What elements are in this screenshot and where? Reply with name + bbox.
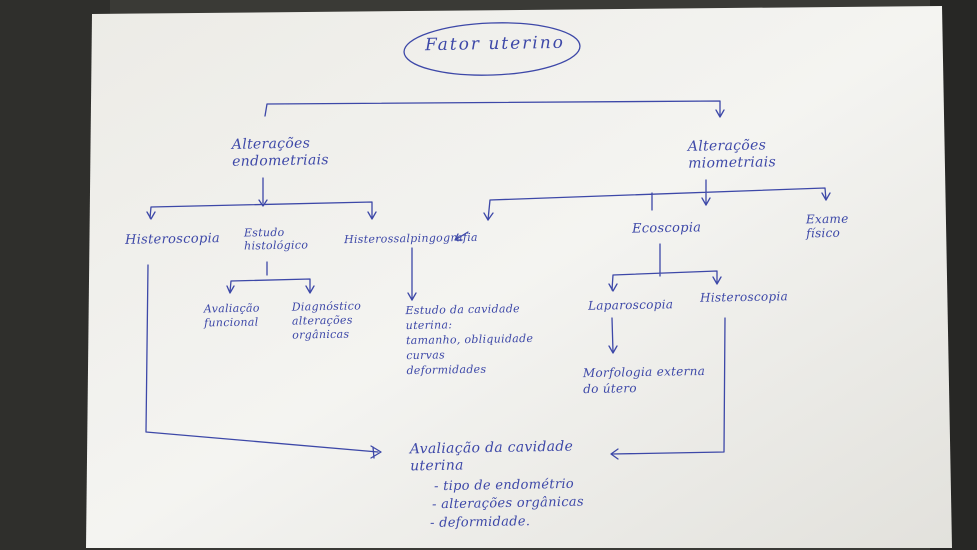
hsg-down-arrow bbox=[407, 292, 417, 301]
endometrial-arrows bbox=[146, 199, 377, 220]
node-physical-exam: Exame físico bbox=[805, 211, 849, 241]
node-ultrasound: Ecoscopia bbox=[631, 220, 702, 237]
left-outcome-line bbox=[145, 264, 379, 453]
node-histology: Estudo histológico bbox=[243, 225, 309, 253]
right-outcome-line bbox=[611, 317, 726, 455]
histology-arrows bbox=[226, 285, 315, 294]
node-hysteroscopy-left: Histeroscopia bbox=[124, 231, 221, 248]
arrow-myometrial bbox=[715, 109, 725, 118]
node-cavity-study: Estudo da cavidade uterina: tamanho, obl… bbox=[405, 302, 534, 378]
node-myometrial: Alterações miometriais bbox=[687, 137, 777, 172]
title-ellipse bbox=[403, 22, 581, 76]
hsg-arrow bbox=[454, 231, 469, 241]
laparoscopy-down-arrow bbox=[608, 345, 618, 354]
node-organic: Diagnóstico alterações orgânicas bbox=[291, 299, 362, 342]
diagram-title: Fator uterino bbox=[424, 32, 566, 56]
endometrial-branch-line bbox=[149, 177, 373, 219]
node-endometrial: Alterações endometriais bbox=[231, 135, 329, 170]
right-outcome-arrow bbox=[610, 448, 619, 460]
outcome-heading: Avaliação da cavidade uterina bbox=[409, 438, 574, 475]
node-laparoscopy: Laparoscopia bbox=[587, 297, 674, 313]
node-external-morphology: Morfologia externa do útero bbox=[582, 363, 706, 397]
node-hsg: Histerossalpingografia bbox=[343, 230, 478, 247]
node-functional: Avaliação funcional bbox=[203, 301, 260, 330]
myometrial-branch-line bbox=[487, 179, 827, 221]
myometrial-arrows bbox=[483, 192, 831, 221]
node-hysteroscopy-right: Histeroscopia bbox=[699, 289, 789, 305]
top-branch-line bbox=[264, 100, 721, 117]
outcome-item: - tipo de endométrio bbox=[433, 476, 575, 495]
histology-branch-line bbox=[229, 261, 311, 293]
outcome-item: - alterações orgânicas bbox=[431, 494, 584, 513]
ultrasound-branch-line bbox=[611, 243, 718, 291]
ultrasound-arrows bbox=[608, 276, 722, 292]
outcome-item: - deformidade. bbox=[429, 514, 531, 531]
laparoscopy-down-line bbox=[611, 317, 614, 353]
left-outcome-arrow bbox=[370, 445, 382, 459]
